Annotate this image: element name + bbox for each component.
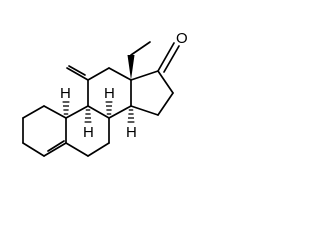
ring-c [87,67,132,119]
ketone-group: O [157,30,188,73]
bond-c16-c15 [157,92,174,116]
bond-c5-c6 [65,142,89,157]
bond-c4-c5 [43,142,67,157]
h-label-c8: H [104,85,115,102]
bond-c1-c2 [22,105,45,119]
bond-c6-c7 [87,142,110,157]
bond-ethyl-ch2-ch3 [130,41,151,56]
bond-c4-c5-double [47,140,65,152]
bond-c11-c12 [87,67,110,81]
bond-c14-c8 [108,105,132,119]
bond-c8-c9 [87,105,110,119]
stereo-h-c8: H [104,85,115,115]
ring-a [22,105,67,157]
bond-c11-ch2 [66,67,89,81]
stereo-h-c14: H [126,109,137,141]
bond-c10-c1 [43,105,67,119]
steroid-structure-diagram: O H H H H [22,30,188,157]
wedge-c13-ethyl [127,55,135,80]
oxygen-label: O [176,30,188,47]
stereo-h-c9: H [83,109,94,141]
methylene-group [66,65,89,81]
ethyl-group [127,41,151,80]
h-label-c14: H [126,124,137,141]
bond-c15-c14 [130,105,159,116]
bond-c3-c4 [22,142,45,157]
bond-c17-o-double [163,45,180,73]
h-label-c10: H [60,85,71,102]
bond-c17-o [157,42,175,72]
bond-c9-c10 [65,105,89,119]
h-label-c9: H [83,124,94,141]
bond-c11-ch2-double [68,65,86,76]
ring-b [65,105,110,157]
bond-c13-c17 [130,70,159,81]
bond-c12-c13 [108,67,132,81]
ring-d [130,70,174,116]
stereo-h-c10: H [60,85,71,115]
bond-c17-c16 [157,70,174,94]
